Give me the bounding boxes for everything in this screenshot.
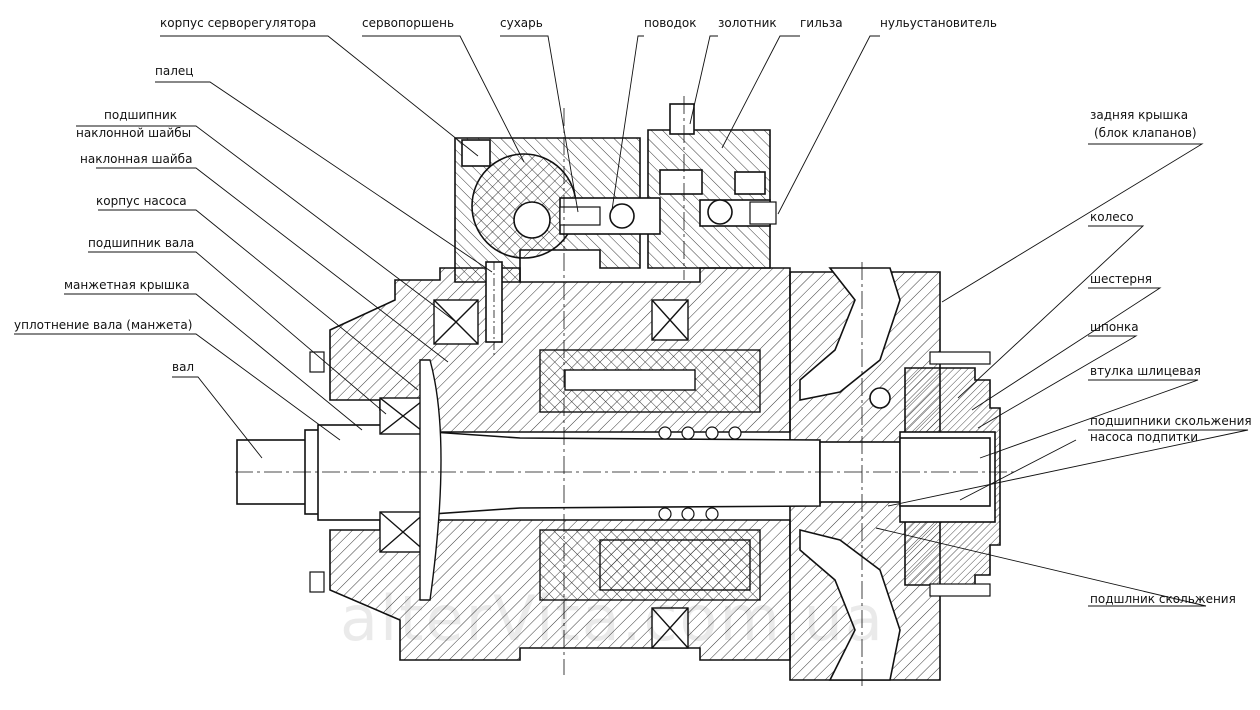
label-pin: палец bbox=[155, 64, 194, 78]
label-spool: золотник bbox=[718, 16, 777, 30]
label-shaft-seal: уплотнение вала (манжета) bbox=[14, 318, 193, 332]
label-servo-piston: сервопоршень bbox=[362, 16, 455, 30]
label-swashplate-bearing-2: наклонной шайбы bbox=[76, 126, 192, 140]
label-sleeve: гильза bbox=[800, 16, 843, 30]
label-charge-pump-bearings-2: насоса подпитки bbox=[1090, 430, 1199, 444]
label-plain-bearing: подшлник скольжения bbox=[1090, 592, 1236, 606]
label-slider-block: сухарь bbox=[500, 16, 543, 30]
label-gear: шестерня bbox=[1090, 272, 1153, 286]
label-rear-cover-2: (блок клапанов) bbox=[1094, 126, 1197, 140]
center-lines bbox=[235, 96, 1015, 690]
label-zero-adjuster: нульустановитель bbox=[880, 16, 997, 30]
leader-lines bbox=[14, 35, 1249, 607]
label-rear-cover-1: задняя крышка bbox=[1090, 108, 1189, 122]
bolts bbox=[309, 201, 991, 597]
label-shaft: вал bbox=[172, 360, 195, 374]
label-lever: поводок bbox=[644, 16, 697, 30]
label-splined-sleeve: втулка шлицевая bbox=[1090, 364, 1201, 378]
spool-valve-block bbox=[559, 103, 771, 269]
watermark: alterVita.com.ua bbox=[340, 582, 885, 655]
label-swashplate: наклонная шайба bbox=[80, 152, 193, 166]
swashplate-bearing bbox=[433, 299, 689, 649]
drive-shaft bbox=[236, 424, 991, 521]
shaft-bearing bbox=[379, 397, 427, 553]
label-seal-cover: манжетная крышка bbox=[64, 278, 190, 292]
label-key: шпонка bbox=[1090, 320, 1139, 334]
servo-regulator-housing bbox=[454, 137, 641, 355]
label-shaft-bearing: подшипник вала bbox=[88, 236, 195, 250]
spring bbox=[658, 426, 742, 521]
label-servo-regulator-housing: корпус серворегулятора bbox=[160, 16, 317, 30]
label-swashplate-bearing-1: подшипник bbox=[104, 108, 178, 122]
label-charge-pump-bearings-1: подшипники скольжения bbox=[1090, 414, 1252, 428]
label-wheel: колесо bbox=[1090, 210, 1134, 224]
cylinder-block bbox=[419, 349, 761, 601]
label-pump-housing: корпус насоса bbox=[96, 194, 187, 208]
